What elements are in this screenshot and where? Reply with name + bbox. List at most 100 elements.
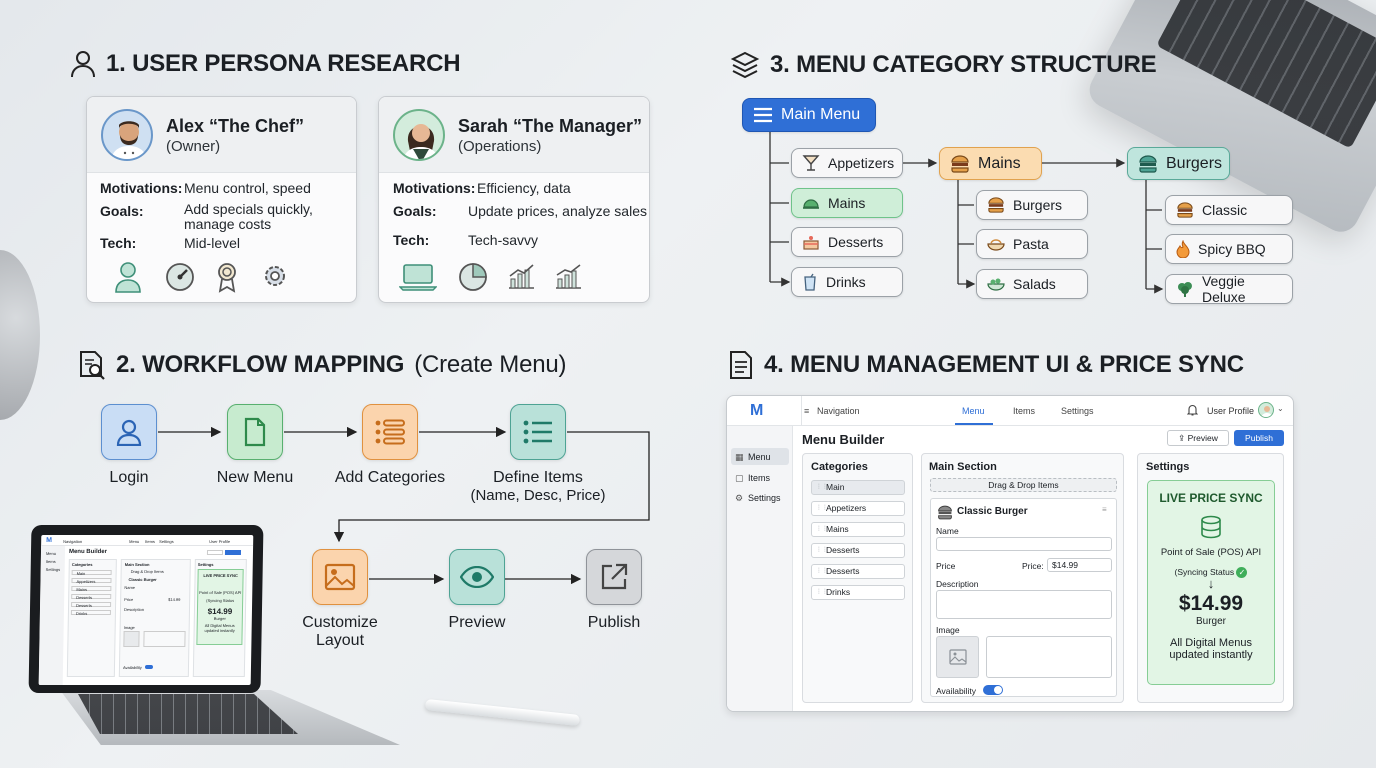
login-label: Login: [109, 469, 149, 486]
tab-settings[interactable]: Settings: [1061, 406, 1094, 416]
category-item[interactable]: Drinks: [811, 585, 905, 600]
preview-label: Preview: [448, 614, 506, 631]
external-link-icon: [601, 563, 628, 590]
customize-layout-step: [312, 549, 368, 605]
category-item[interactable]: Mains: [811, 522, 905, 537]
persona-card-alex: Alex “The Chef” (Owner) Motivations: Men…: [86, 96, 357, 303]
price-inline-label: Price:: [1022, 561, 1044, 571]
description-label: Description: [936, 579, 979, 589]
app-logo: M: [750, 402, 764, 419]
checklist-icon: [523, 420, 552, 444]
tab-items[interactable]: Items: [1013, 406, 1036, 416]
burger-icon: [1177, 202, 1193, 218]
category-item[interactable]: Desserts: [811, 543, 905, 558]
image-upload[interactable]: [936, 636, 979, 678]
burger-icon: [1139, 154, 1157, 173]
category-section-title: 3. MENU CATEGORY STRUCTURE: [730, 50, 1157, 80]
availability-toggle[interactable]: [983, 685, 1003, 695]
tree-mains-expanded: Mains: [939, 147, 1042, 180]
grid-icon: ▦: [735, 452, 744, 462]
publish-step: [586, 549, 642, 605]
user-profile-label[interactable]: User Profile: [1207, 406, 1255, 416]
tree-appetizers: Appetizers: [791, 148, 903, 178]
ui-sidebar: ▦ Menu ▢ Items ⚙ Settings: [727, 426, 793, 711]
tree-mains-burgers: Burgers: [976, 190, 1088, 220]
image-url-input[interactable]: [986, 636, 1112, 678]
category-item[interactable]: Appetizers: [811, 501, 905, 516]
new-menu-step: [227, 404, 283, 460]
item-title: Classic Burger: [957, 506, 1028, 517]
gear-icon: [265, 266, 285, 286]
manager-avatar: [393, 109, 445, 161]
preview-button[interactable]: ⇪ Preview: [1167, 430, 1229, 446]
tech-value: Tech-savvy: [468, 232, 539, 248]
sidebar-item-items[interactable]: Items: [748, 473, 771, 483]
goals-value-1: Update prices, analyze sales: [468, 203, 647, 219]
add-categories-label: Add Categories: [334, 469, 446, 486]
hamburger-menu-icon: [754, 107, 772, 123]
syncing-status: (Syncing Status ✓: [1148, 567, 1274, 579]
tab-menu[interactable]: Menu: [962, 406, 985, 416]
sidebar-item-settings[interactable]: Settings: [748, 493, 781, 503]
user-avatar[interactable]: [1258, 402, 1274, 418]
drag-drop-zone[interactable]: Drag & Drop Items: [930, 478, 1117, 492]
decor-laptop-keyboard: [78, 694, 298, 734]
persona-name: Alex “The Chef”: [166, 116, 305, 136]
define-items-step: [510, 404, 566, 460]
ui-topbar: M ≡ Navigation Menu Items Settings User …: [727, 396, 1293, 426]
tree-burger-veggie-deluxe: Veggie Deluxe: [1165, 273, 1293, 305]
list-icon: [375, 419, 405, 445]
tree-mains-pasta: Pasta: [976, 229, 1088, 259]
motivations-value: Menu control, speed: [184, 180, 311, 196]
tree-main-menu: Main Menu: [742, 98, 876, 132]
chevron-down-icon[interactable]: ⌄: [1277, 404, 1284, 413]
category-item[interactable]: Main: [811, 480, 905, 495]
bar-chart-icon: [509, 264, 534, 289]
price-input[interactable]: $14.99: [1047, 558, 1112, 572]
persona-role: (Owner): [166, 138, 221, 155]
tree-burgers-expanded: Burgers: [1127, 147, 1230, 180]
user-icon: [71, 51, 95, 78]
laptop-icon: [399, 264, 437, 291]
sync-title: LIVE PRICE SYNC: [1159, 491, 1263, 505]
bell-icon[interactable]: [1187, 404, 1198, 416]
goals-value-1: Add specials quickly,: [184, 201, 313, 217]
description-input[interactable]: [936, 590, 1112, 619]
item-editor-card: Classic Burger ≡ Name Price Price: $14.9…: [930, 498, 1117, 697]
document-list-icon: [730, 351, 752, 379]
cocktail-glass-icon: [802, 155, 820, 171]
workflow-section-title: 2. WORKFLOW MAPPING (Create Menu): [78, 350, 567, 380]
tree-burger-classic: Classic: [1165, 195, 1293, 225]
define-items-sublabel: (Name, Desc, Price): [470, 487, 606, 504]
image-placeholder-icon: [948, 649, 967, 665]
navigation-menu-icon[interactable]: ≡: [804, 406, 810, 416]
settings-panel: Settings LIVE PRICE SYNC Point of Sale (…: [1137, 453, 1284, 703]
pie-chart-icon: [459, 263, 487, 291]
sidebar-item-menu[interactable]: Menu: [748, 452, 771, 462]
drag-handle-icon[interactable]: ≡: [1102, 505, 1107, 514]
category-item[interactable]: Desserts: [811, 564, 905, 579]
sync-item-name: Burger: [1195, 616, 1226, 628]
define-items-label: Define Items: [493, 469, 583, 486]
person-icon: [115, 262, 141, 293]
menu-management-ui: M ≡ Navigation Menu Items Settings User …: [726, 395, 1294, 712]
tree-mains-salads: Salads: [976, 269, 1088, 299]
cake-icon: [803, 236, 819, 250]
categories-panel: Categories Main Appetizers Mains Dessert…: [802, 453, 913, 703]
tree-drinks: Drinks: [791, 267, 903, 297]
persona-section-title: 1. USER PERSONA RESEARCH: [70, 50, 461, 78]
drink-cup-icon: [804, 273, 816, 291]
name-input[interactable]: [936, 537, 1112, 551]
upload-icon: ⇪: [1178, 433, 1188, 443]
customize-label: Customize: [302, 614, 378, 631]
tree-burger-spicy-bbq: Spicy BBQ: [1165, 234, 1293, 264]
sync-price: $14.99: [1178, 592, 1244, 616]
publish-button[interactable]: Publish: [1234, 430, 1284, 446]
motivations-value: Efficiency, data: [477, 180, 571, 196]
burger-icon: [988, 197, 1004, 213]
flame-icon: [1176, 240, 1190, 258]
user-icon: [116, 419, 142, 446]
salad-bowl-icon: [987, 278, 1005, 291]
document-icon: [244, 417, 266, 447]
